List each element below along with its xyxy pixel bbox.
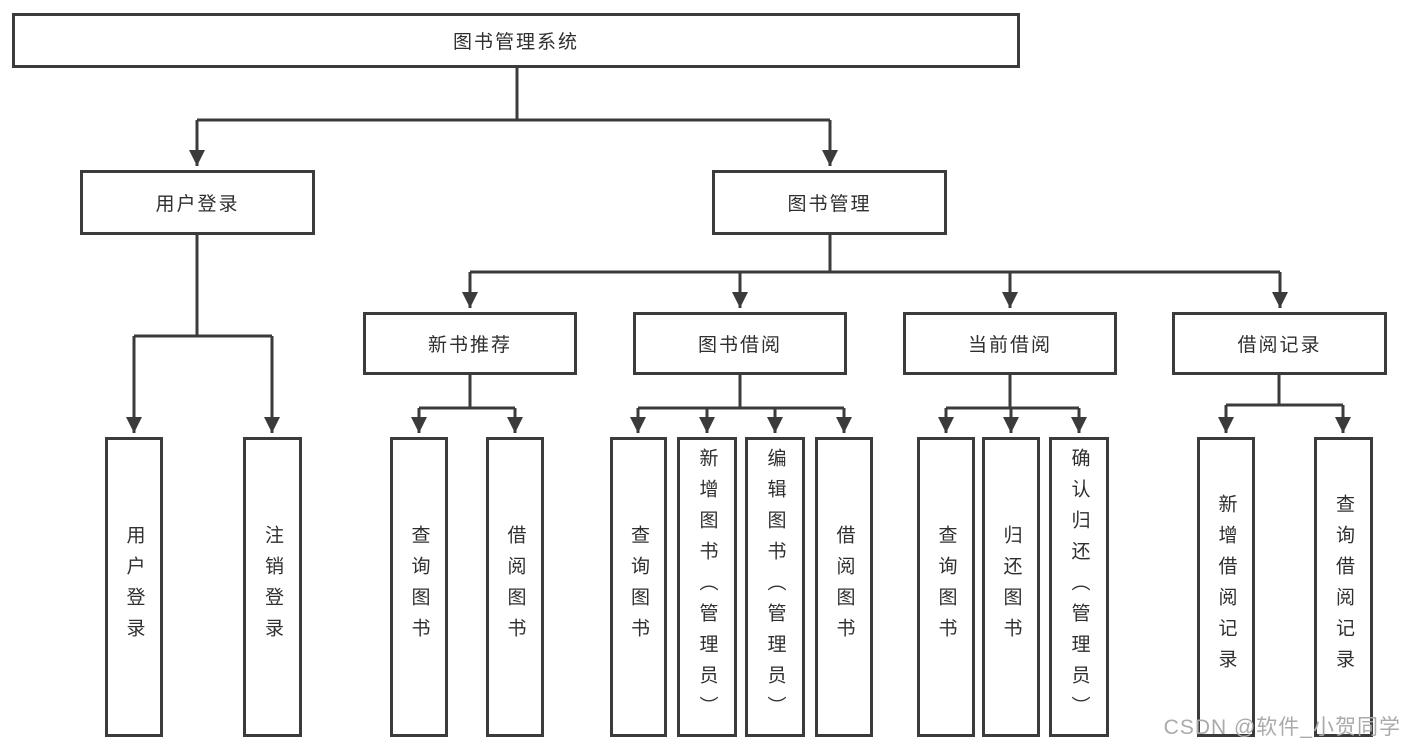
leaf-nbr-borrow-book: 借阅图书 <box>486 437 544 737</box>
node-current-borrow: 当前借阅 <box>903 312 1117 375</box>
watermark-text: CSDN @软件_小贺同学 <box>1163 716 1401 739</box>
node-borrow-records: 借阅记录 <box>1172 312 1387 375</box>
node-book-borrow: 图书借阅 <box>633 312 847 375</box>
leaf-br-query-record: 查询借阅记录 <box>1314 437 1373 737</box>
leaf-br-add-record: 新增借阅记录 <box>1197 437 1255 737</box>
leaf-nbr-query-book: 查询图书 <box>390 437 448 737</box>
leaf-cb-confirm-return-admin: 确认归还（管理员） <box>1049 437 1109 737</box>
leaf-bb-add-book-admin: 新增图书（管理员） <box>677 437 737 737</box>
leaf-logout: 注销登录 <box>243 437 302 737</box>
leaf-bb-borrow-book: 借阅图书 <box>815 437 873 737</box>
leaf-cb-query-book: 查询图书 <box>917 437 975 737</box>
node-new-book-recommend: 新书推荐 <box>363 312 577 375</box>
leaf-bb-query-book: 查询图书 <box>610 437 667 737</box>
node-root-system: 图书管理系统 <box>12 13 1020 68</box>
leaf-user-login: 用户登录 <box>105 437 163 737</box>
leaf-bb-edit-book-admin: 编辑图书（管理员） <box>745 437 805 737</box>
node-book-management: 图书管理 <box>712 170 947 235</box>
node-user-login: 用户登录 <box>80 170 315 235</box>
leaf-cb-return-book: 归还图书 <box>982 437 1040 737</box>
